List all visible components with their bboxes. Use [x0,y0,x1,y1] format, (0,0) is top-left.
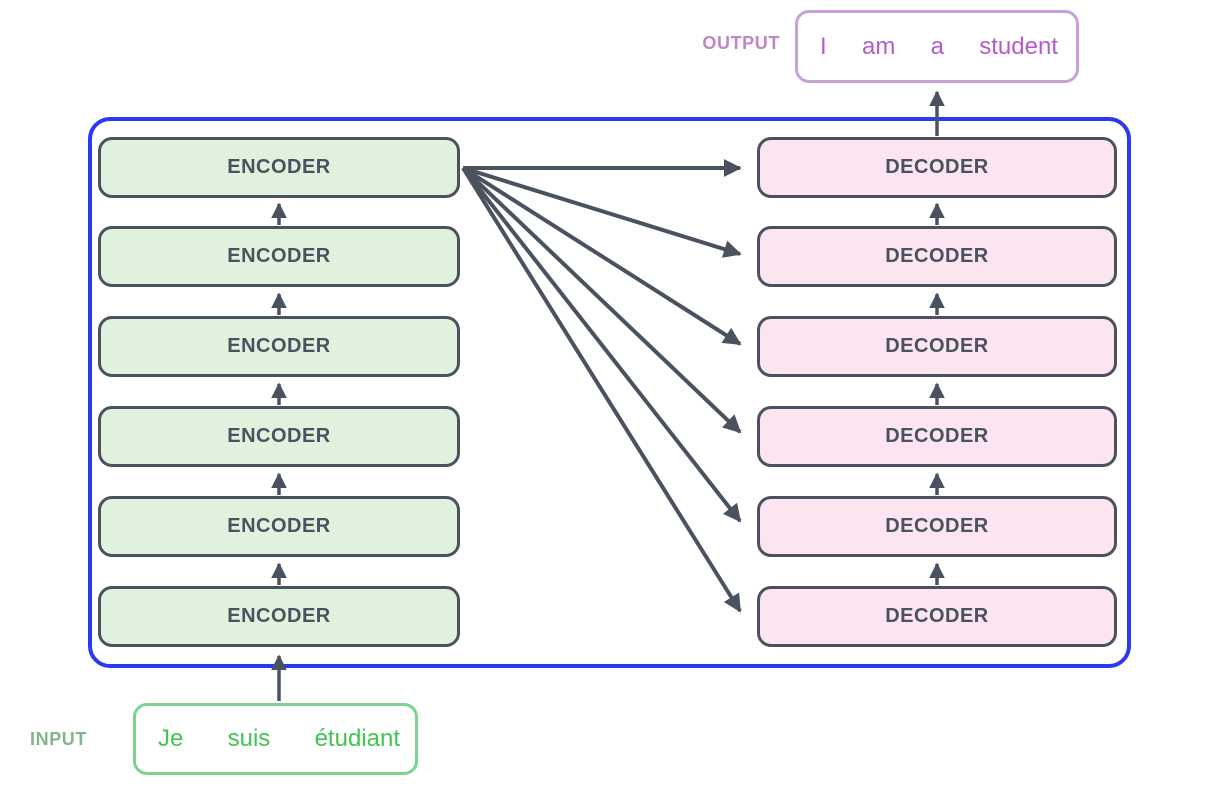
output-word: a [930,32,944,60]
input-word: Je [158,725,184,752]
output-word: student [979,32,1058,60]
output-word: I [820,32,827,60]
encoder-box: ENCODER [98,406,460,467]
decoder-box: DECODER [757,137,1117,198]
encoder-box: ENCODER [98,137,460,198]
encoder-box: ENCODER [98,316,460,377]
decoder-box: DECODER [757,316,1117,377]
input-sentence-box: Je suis étudiant [133,703,418,775]
encoder-box: ENCODER [98,586,460,647]
decoder-box: DECODER [757,496,1117,557]
decoder-box: DECODER [757,406,1117,467]
decoder-box: DECODER [757,226,1117,287]
output-sentence-box: I am a student [795,10,1079,83]
output-word: am [861,32,896,60]
encoder-box: ENCODER [98,496,460,557]
output-label: OUTPUT [702,33,780,53]
decoder-box: DECODER [757,586,1117,647]
input-word: étudiant [314,725,400,752]
encoder-box: ENCODER [98,226,460,287]
input-label: INPUT [30,729,87,749]
input-word: suis [227,725,271,752]
